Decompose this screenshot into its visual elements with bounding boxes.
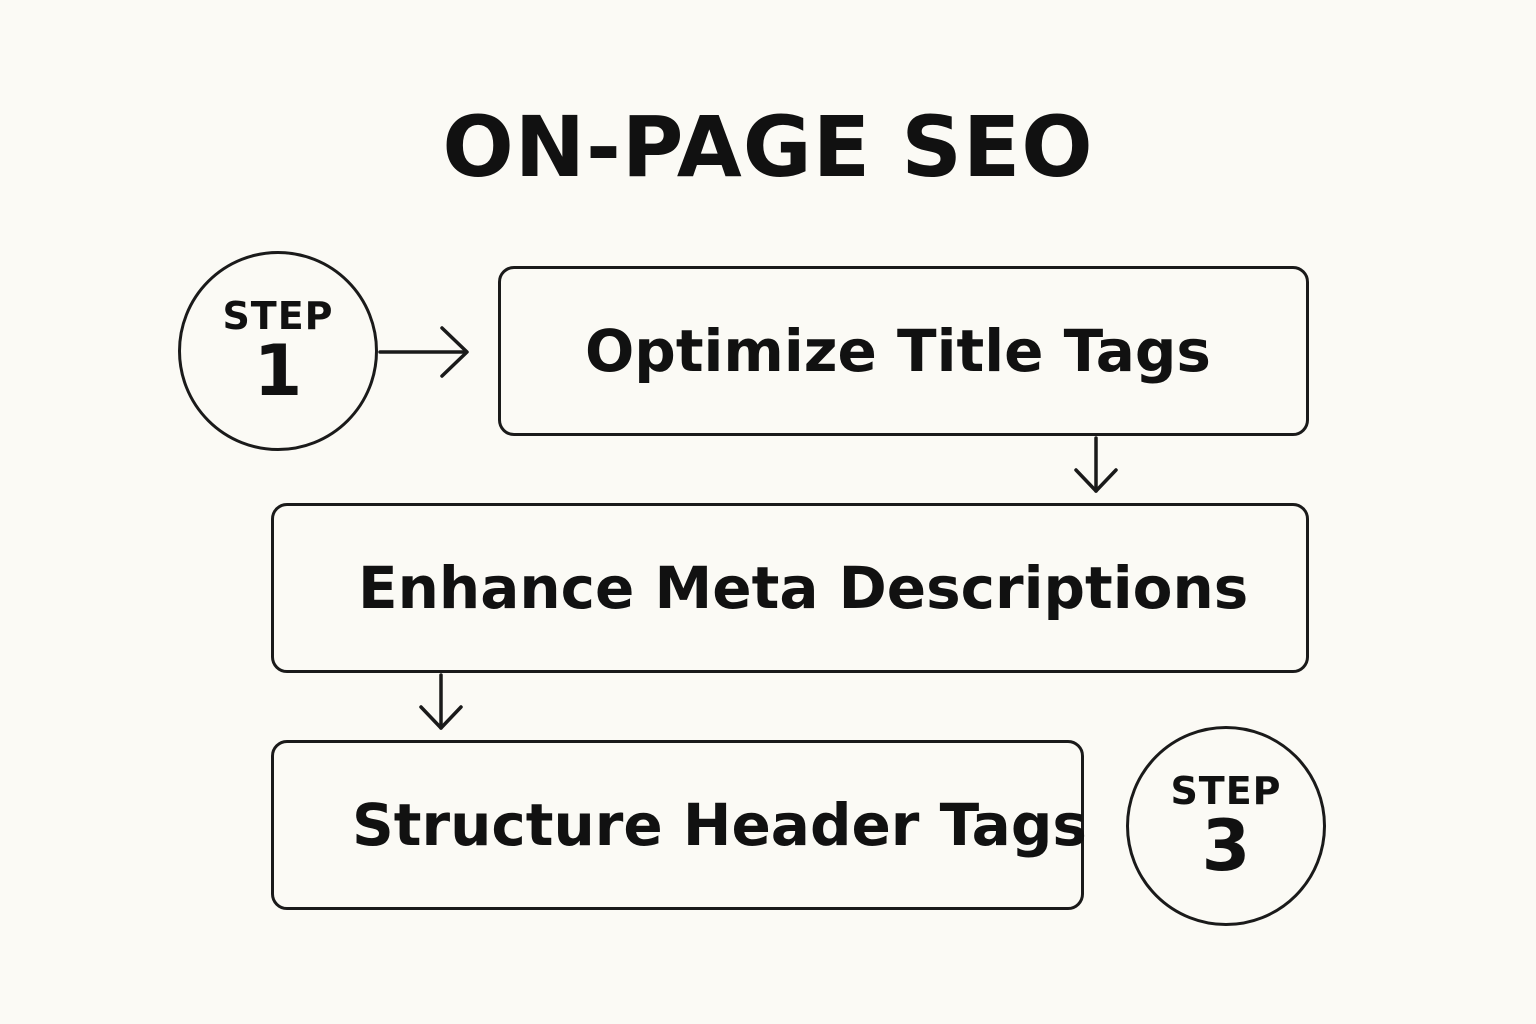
step-1-number: 1 — [253, 330, 303, 412]
step-3-word: STEP — [1170, 769, 1282, 813]
step-3-number: 3 — [1201, 805, 1251, 887]
step-3-badge: STEP 3 — [1126, 726, 1326, 926]
box-label-3: Structure Header Tags — [352, 791, 1087, 859]
box-enhance-meta-descriptions: Enhance Meta Descriptions — [271, 503, 1309, 673]
box-structure-header-tags: Structure Header Tags — [271, 740, 1087, 910]
arrow-down-icon — [1074, 436, 1118, 493]
arrow-right-icon — [378, 326, 469, 378]
diagram-title: ON-PAGE SEO — [442, 98, 1094, 196]
box-label-2: Enhance Meta Descriptions — [358, 554, 1249, 622]
box-label-1: Optimize Title Tags — [585, 317, 1211, 385]
arrow-down-icon — [419, 673, 463, 730]
box-optimize-title-tags: Optimize Title Tags — [498, 266, 1309, 436]
step-1-word: STEP — [222, 294, 334, 338]
step-1-badge: STEP 1 — [178, 251, 378, 451]
